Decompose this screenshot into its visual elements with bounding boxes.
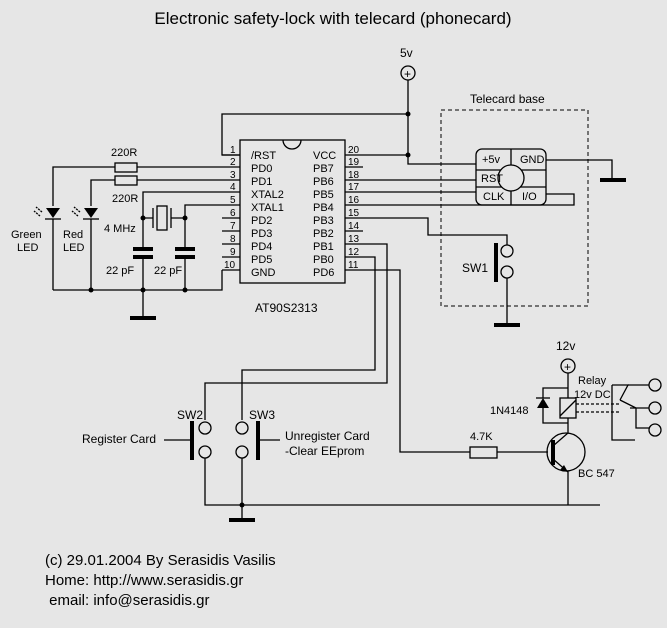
telecard-base-outline <box>440 109 589 307</box>
diode-label: 1N4148 <box>490 405 529 417</box>
cap1-label: 22 pF <box>106 265 134 277</box>
pin-num-17: 17 <box>348 182 360 193</box>
supply-12v-plus: + <box>564 360 571 374</box>
resistor-r2 <box>114 175 138 186</box>
ic-right-pins: 20 19 18 17 16 15 14 13 12 11 VCC PB7 PB… <box>313 145 363 279</box>
pin-num-13: 13 <box>348 234 360 245</box>
supply-12v-label: 12v <box>556 339 575 353</box>
relay-terminal-1 <box>648 378 662 392</box>
pin-num-7: 7 <box>230 221 236 232</box>
footer-email: email: info@serasidis.gr <box>45 592 209 609</box>
pin-num-8: 8 <box>230 234 236 245</box>
pin-num-2: 2 <box>230 157 236 168</box>
pin-label-pd5: PD5 <box>251 254 272 266</box>
pin-num-1: 1 <box>230 145 236 156</box>
supply-5v-plus: + <box>404 67 411 81</box>
r2-label: 220R <box>112 193 138 205</box>
telecard-pin-5v: +5v <box>482 154 501 166</box>
supply-5v-label: 5v <box>400 46 413 60</box>
pin-label-pb2: PB2 <box>313 228 334 240</box>
relay-terminal-3 <box>648 423 662 437</box>
crystal-body <box>156 205 168 231</box>
sw3-label: SW3 <box>249 408 275 422</box>
crystal-label: 4 MHz <box>104 223 136 235</box>
pin-label-vcc: VCC <box>313 150 336 162</box>
pin-num-10: 10 <box>224 260 236 271</box>
register-card-label: Register Card <box>82 432 156 446</box>
telecard-wires <box>363 159 626 206</box>
pin-num-6: 6 <box>230 208 236 219</box>
telecard-pin-io: I/O <box>522 191 537 203</box>
pin-label-pb0: PB0 <box>313 254 334 266</box>
green-led-label-2: LED <box>17 242 38 254</box>
telecard-connector: +5v GND RST CLK I/O <box>475 148 547 206</box>
pin-label-pb3: PB3 <box>313 215 334 227</box>
telecard-title: Telecard base <box>470 92 545 106</box>
pin-num-15: 15 <box>348 208 360 219</box>
resistor-r1 <box>114 162 138 173</box>
pin-num-9: 9 <box>230 247 236 258</box>
pin-num-4: 4 <box>230 182 236 193</box>
unregister-card-label-2: -Clear EEprom <box>285 444 364 458</box>
pin-num-11: 11 <box>348 260 359 271</box>
pin-label-pb5: PB5 <box>313 189 334 201</box>
pin-label-pb6: PB6 <box>313 176 334 188</box>
pin-num-19: 19 <box>348 157 360 168</box>
footer-copyright: (c) 29.01.2004 By Serasidis Vasilis <box>45 552 276 569</box>
pin-num-5: 5 <box>230 195 236 206</box>
cap2-label: 22 pF <box>154 265 182 277</box>
footer-home: Home: http://www.serasidis.gr <box>45 572 243 589</box>
pin-label-pd3: PD3 <box>251 228 272 240</box>
crystal-section: 4 MHz 22 pF 22 pF <box>104 191 222 320</box>
pin-num-12: 12 <box>348 247 360 258</box>
ic-body <box>239 139 346 284</box>
red-led-icon <box>84 208 98 218</box>
pin-label-rst: /RST <box>251 150 276 162</box>
r3-label: 4.7K <box>470 431 493 443</box>
diagram-title: Electronic safety-lock with telecard (ph… <box>154 9 511 28</box>
ic-notch <box>282 139 302 150</box>
pin-label-pd1: PD1 <box>251 176 272 188</box>
pin-label-pb1: PB1 <box>313 241 334 253</box>
pin-num-16: 16 <box>348 195 360 206</box>
pin-label-gnd: GND <box>251 267 276 279</box>
telecard-pin-clk: CLK <box>483 191 505 203</box>
relay-label-1: Relay <box>578 375 607 387</box>
unregister-card-label-1: Unregister Card <box>285 429 370 443</box>
telecard-pin-gnd: GND <box>520 154 545 166</box>
pin-num-20: 20 <box>348 145 360 156</box>
pin-label-xtal2: XTAL2 <box>251 189 284 201</box>
pin-num-18: 18 <box>348 170 360 181</box>
pin-label-pd2: PD2 <box>251 215 272 227</box>
pin-label-xtal1: XTAL1 <box>251 202 284 214</box>
diode-1n4148-icon <box>537 398 549 408</box>
relay-terminal-2 <box>648 401 662 415</box>
pin-label-pd6: PD6 <box>313 267 334 279</box>
red-led-label-2: LED <box>63 242 84 254</box>
pin-num-14: 14 <box>348 221 360 232</box>
pin-num-3: 3 <box>230 170 236 181</box>
green-led-icon <box>46 208 60 218</box>
green-led-label-1: Green <box>11 229 42 241</box>
pin-label-pb7: PB7 <box>313 163 334 175</box>
sw2-label: SW2 <box>177 408 203 422</box>
red-led-label-1: Red <box>63 229 83 241</box>
relay-coil <box>559 397 577 419</box>
sw1: SW1 <box>363 217 520 327</box>
pin-label-pd0: PD0 <box>251 163 272 175</box>
resistor-4k7 <box>469 446 498 459</box>
transistor-label: BC 547 <box>578 468 615 480</box>
pin-label-pb4: PB4 <box>313 202 334 214</box>
ic-left-pins: 1 2 3 4 5 6 7 8 9 10 /RST PD0 PD1 XTAL2 … <box>222 145 284 279</box>
pin-label-pd4: PD4 <box>251 241 272 253</box>
sw2-sw3: SW2 SW3 Register Card Unregister Card -C… <box>82 243 600 522</box>
r1-label: 220R <box>111 147 137 159</box>
sw1-label: SW1 <box>462 261 488 275</box>
relay-label-2: 12v DC <box>574 389 611 401</box>
ic-name: AT90S2313 <box>255 301 318 315</box>
relay-section: 4.7K BC 547 12v + 1N4148 Relay 12v DC <box>363 269 662 505</box>
telecard-pin-rst: RST <box>481 173 503 185</box>
